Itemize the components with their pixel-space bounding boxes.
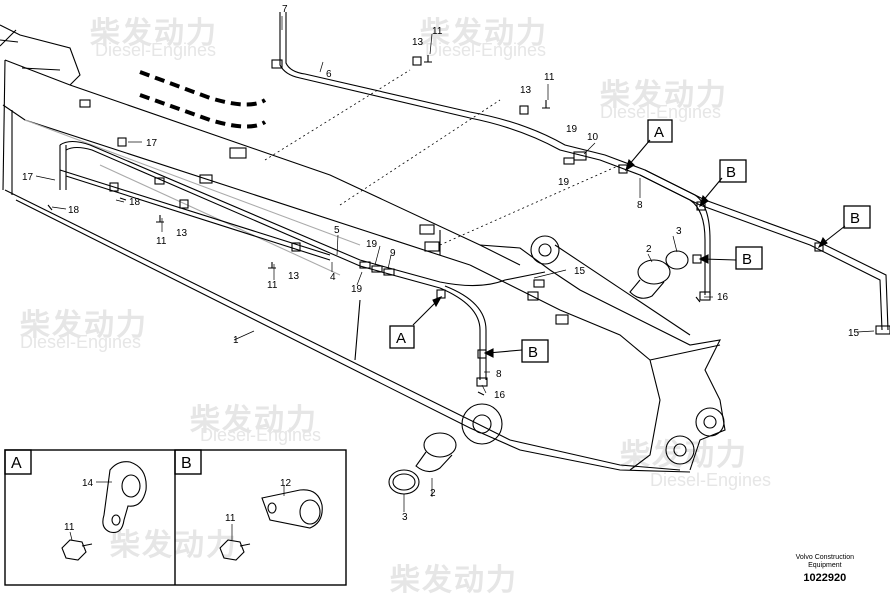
detail-tag-a: A <box>654 124 664 141</box>
callout-19: 19 <box>366 239 378 250</box>
callout-16: 16 <box>717 292 729 303</box>
dashed-hose <box>139 70 267 129</box>
detail-tag-a: A <box>396 330 406 347</box>
callout-13: 13 <box>520 85 532 96</box>
callout-2: 2 <box>430 488 436 499</box>
detail-insets: A B <box>4 449 347 586</box>
detail-tag-b: B <box>726 164 736 181</box>
callout-4: 4 <box>330 272 336 283</box>
callout-11: 11 <box>432 26 443 37</box>
callout-18: 18 <box>68 205 80 216</box>
brand-line-2: Equipment <box>808 562 842 569</box>
callout-11: 11 <box>544 72 555 83</box>
guide-lines <box>264 69 621 246</box>
detail-tag-b: B <box>528 344 538 361</box>
callout-8: 8 <box>637 200 643 211</box>
callout-16: 16 <box>494 390 506 401</box>
callout-19: 19 <box>558 177 570 188</box>
footer: Volvo Construction Equipment 1022920 <box>796 554 854 584</box>
hose-clamps <box>109 56 824 359</box>
brand-line-1: Volvo Construction <box>795 554 854 561</box>
callout-12: 12 <box>280 478 292 489</box>
leader-lines <box>35 16 875 512</box>
detail-tag-b: B <box>850 210 860 227</box>
hose-lines <box>59 12 890 387</box>
callout-11: 11 <box>156 236 167 247</box>
callout-18: 18 <box>129 197 141 208</box>
callout-19: 19 <box>351 284 363 295</box>
callout-6: 6 <box>326 69 332 80</box>
callout-13: 13 <box>176 228 188 239</box>
inset-label-a: A <box>11 455 22 472</box>
callout-1: 1 <box>233 335 239 346</box>
callout-5: 5 <box>334 225 340 236</box>
detail-tags: A A B B B B <box>389 119 871 363</box>
inset-label-b: B <box>181 455 192 472</box>
callout-7: 7 <box>282 4 288 15</box>
callout-3: 3 <box>676 226 682 237</box>
callout-15: 15 <box>574 266 586 277</box>
callout-11: 11 <box>225 513 236 524</box>
callout-10: 10 <box>587 132 599 143</box>
callout-13: 13 <box>412 37 424 48</box>
drawing-number: 1022920 <box>803 572 847 584</box>
callout-17: 17 <box>22 172 34 183</box>
callout-2: 2 <box>646 244 652 255</box>
callout-13: 13 <box>288 271 300 282</box>
bolts <box>47 55 701 396</box>
detail-tag-b: B <box>742 251 752 268</box>
boom-body <box>0 24 726 473</box>
callout-19: 19 <box>566 124 578 135</box>
bolt-b <box>219 524 251 561</box>
p-clamp-a <box>96 461 147 534</box>
callout-17: 17 <box>146 138 158 149</box>
callout-numbers: 1 2 2 3 3 4 5 6 7 8 8 9 10 11 11 11 11 1… <box>22 4 860 533</box>
callout-9: 9 <box>390 248 396 259</box>
callout-15: 15 <box>848 328 860 339</box>
p-clamp-b <box>261 486 323 529</box>
callout-14: 14 <box>82 478 94 489</box>
callout-8: 8 <box>496 369 502 380</box>
callout-11: 11 <box>267 280 278 291</box>
callout-11: 11 <box>64 522 75 533</box>
callout-3: 3 <box>402 512 408 523</box>
bolt-a <box>61 531 93 561</box>
